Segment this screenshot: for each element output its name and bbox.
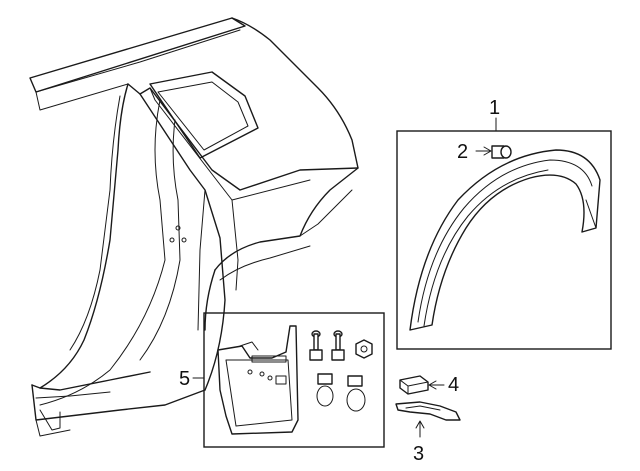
mud-flap [217, 325, 299, 435]
clamp-left [316, 373, 334, 407]
part-1-frame [396, 130, 612, 350]
bracket [395, 401, 461, 438]
hex-nut [355, 339, 373, 359]
part-5-frame [203, 312, 385, 448]
clamp-right [346, 375, 366, 412]
callout-2: 2 [457, 141, 468, 163]
screw-left [309, 330, 323, 361]
screw-right [331, 330, 345, 361]
callout-4: 4 [448, 374, 459, 396]
callout-1: 1 [489, 97, 500, 119]
callout-3: 3 [413, 443, 424, 465]
wheel-arch-molding [409, 149, 601, 331]
callout-5: 5 [179, 368, 190, 390]
quarter-panel [29, 17, 359, 437]
pad [399, 375, 445, 395]
retainer-clip [475, 145, 512, 159]
